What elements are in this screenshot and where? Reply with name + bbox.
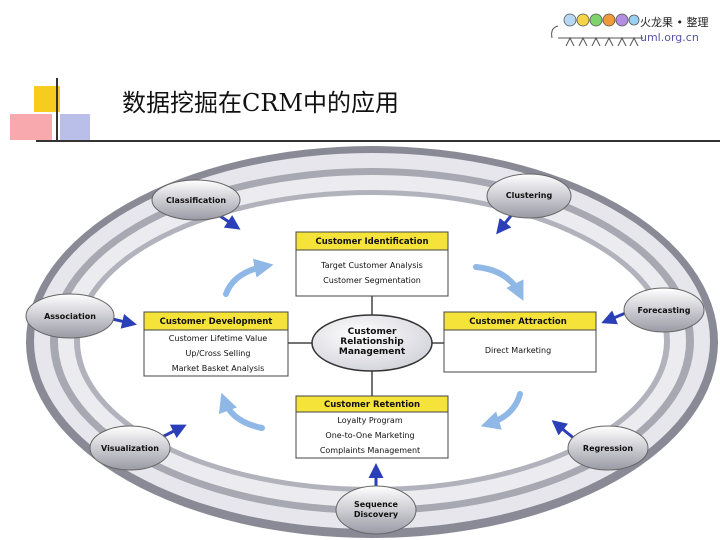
up-cross-selling-item: Up/Cross Selling — [186, 349, 251, 358]
forecasting-label: Forecasting — [638, 306, 691, 315]
technique-visualization: Visualization — [89, 425, 171, 471]
logo-text-cn: 火龙果 • 整理 — [640, 16, 709, 29]
target-customer-analysis-item: Target Customer Analysis — [320, 261, 423, 270]
page-title: 数据挖掘在CRM中的应用 — [122, 89, 400, 117]
technique-sequence-discovery: Sequence Discovery — [335, 485, 417, 535]
loyalty-program-item: Loyalty Program — [337, 416, 402, 425]
customer-attraction-title: Customer Attraction — [469, 317, 567, 327]
customer-identification-title: Customer Identification — [315, 237, 428, 247]
sequence-label: Sequence — [354, 500, 398, 509]
vertical-rule-decoration — [56, 78, 58, 142]
cycle-arrow-bottom-right — [480, 391, 523, 430]
customer-development-box: Customer Development Customer Lifetime V… — [143, 311, 289, 377]
cycle-arrow-top-left — [223, 258, 274, 297]
uml-logo — [551, 13, 643, 47]
cycle-arrows — [218, 258, 524, 431]
center-line-1: Customer — [348, 327, 397, 337]
classification-label: Classification — [166, 196, 226, 205]
yellow-square-decoration — [34, 86, 60, 112]
technique-forecasting: Forecasting — [623, 287, 705, 333]
technique-regression: Regression — [567, 425, 649, 471]
market-basket-analysis-item: Market Basket Analysis — [172, 364, 265, 373]
customer-attraction-box: Customer Attraction Direct Marketing — [443, 311, 597, 373]
people-figures-icon — [551, 13, 643, 47]
one-to-one-marketing-item: One-to-One Marketing — [325, 431, 414, 440]
logo-text-url: uml.org.cn — [640, 31, 699, 44]
clustering-label: Clustering — [506, 191, 553, 200]
technique-clustering: Clustering — [486, 173, 572, 219]
customer-retention-title: Customer Retention — [324, 400, 420, 410]
customer-development-title: Customer Development — [160, 317, 273, 327]
complaints-management-item: Complaints Management — [320, 446, 420, 455]
center-line-3: Management — [339, 347, 406, 357]
technique-association: Association — [25, 293, 115, 339]
visualization-label: Visualization — [101, 444, 159, 453]
customer-identification-box: Customer Identification Target Customer … — [295, 231, 449, 297]
crm-center-circle: Customer Relationship Management — [311, 314, 433, 372]
regression-label: Regression — [583, 444, 633, 453]
customer-retention-box: Customer Retention Loyalty Program One-t… — [295, 395, 449, 459]
customer-segmentation-item: Customer Segmentation — [323, 276, 421, 285]
connector-lines — [288, 296, 444, 396]
cycle-arrow-top-right — [473, 264, 524, 301]
technique-classification: Classification — [151, 179, 241, 221]
discovery-label: Discovery — [354, 510, 399, 519]
cycle-arrow-bottom-left — [218, 392, 265, 431]
title-underline — [36, 140, 720, 142]
pink-square-decoration — [10, 114, 52, 140]
customer-lifetime-value-item: Customer Lifetime Value — [169, 334, 267, 343]
direct-marketing-item: Direct Marketing — [485, 346, 551, 355]
center-line-2: Relationship — [340, 337, 404, 347]
lavender-square-decoration — [60, 114, 90, 140]
association-label: Association — [44, 312, 96, 321]
